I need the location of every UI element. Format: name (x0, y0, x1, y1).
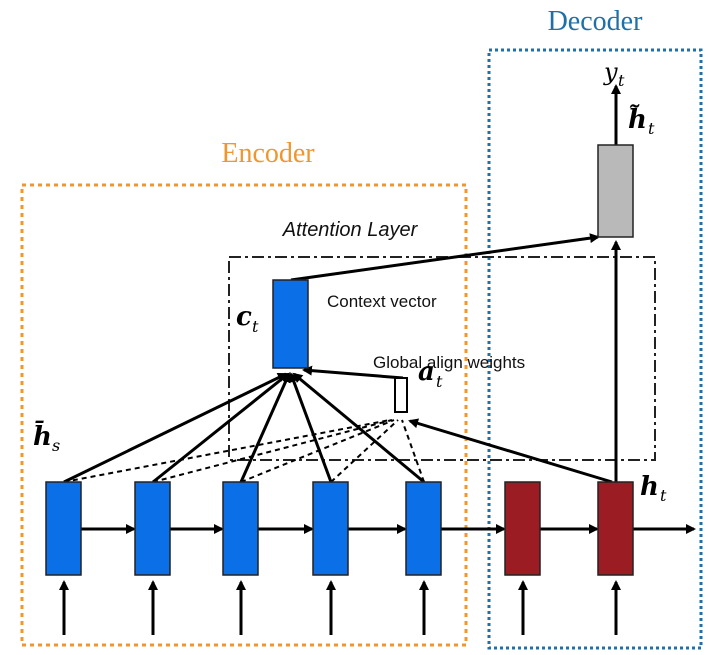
svg-text:a: a (418, 357, 435, 387)
svg-text:h̃: h̃ (628, 104, 647, 135)
decoder-state-to-align-arrow (408, 418, 613, 484)
encoder-cell-4 (312, 481, 349, 576)
context-solid-lines (63, 372, 425, 484)
context-vector-label: Context vector (327, 292, 437, 311)
svg-text:y: y (603, 58, 618, 86)
svg-text:t: t (618, 71, 625, 90)
svg-text:t: t (660, 486, 667, 505)
encoder-cell-5 (405, 481, 442, 576)
svg-text:t: t (252, 317, 259, 336)
align-dashed-lines (63, 419, 425, 483)
svg-text:t: t (436, 372, 443, 391)
encoder-cell-3 (222, 481, 259, 576)
symbol-h-t: h t (640, 472, 667, 505)
svg-text:c: c (236, 302, 252, 332)
output-cell (597, 144, 634, 238)
encoder-region (20, 183, 468, 647)
svg-text:h: h (640, 472, 659, 502)
context-to-output-arrow (290, 233, 600, 282)
svg-text:h̄: h̄ (33, 420, 52, 452)
symbol-y-t: y t (603, 58, 625, 90)
context-vector-cell (272, 279, 309, 369)
global-align-weights-label: Global align weights (373, 353, 525, 372)
decoder-cells (504, 481, 634, 576)
align-weights-box (394, 377, 408, 413)
symbol-a-t: a t (418, 357, 443, 391)
svg-text:s: s (52, 436, 60, 455)
symbol-h-bar-s: h̄ s (33, 420, 60, 455)
svg-text:t: t (648, 119, 655, 138)
decoder-label: Decoder (548, 6, 644, 37)
encoder-cell-2 (134, 481, 171, 576)
attention-layer-label: Attention Layer (282, 219, 419, 241)
symbol-h-tilde-t: h̃ t (628, 104, 655, 138)
align-to-context-arrow (302, 365, 404, 380)
encoder-label: Encoder (221, 138, 315, 169)
encoder-cells (45, 481, 442, 576)
encoder-cell-1 (45, 481, 82, 576)
attention-layer-region (228, 256, 656, 461)
decoder-region (487, 48, 703, 650)
decoder-cell-1 (504, 481, 541, 576)
input-arrows (59, 580, 621, 635)
decoder-cell-2 (597, 481, 634, 576)
symbol-c-t: c t (236, 302, 259, 336)
